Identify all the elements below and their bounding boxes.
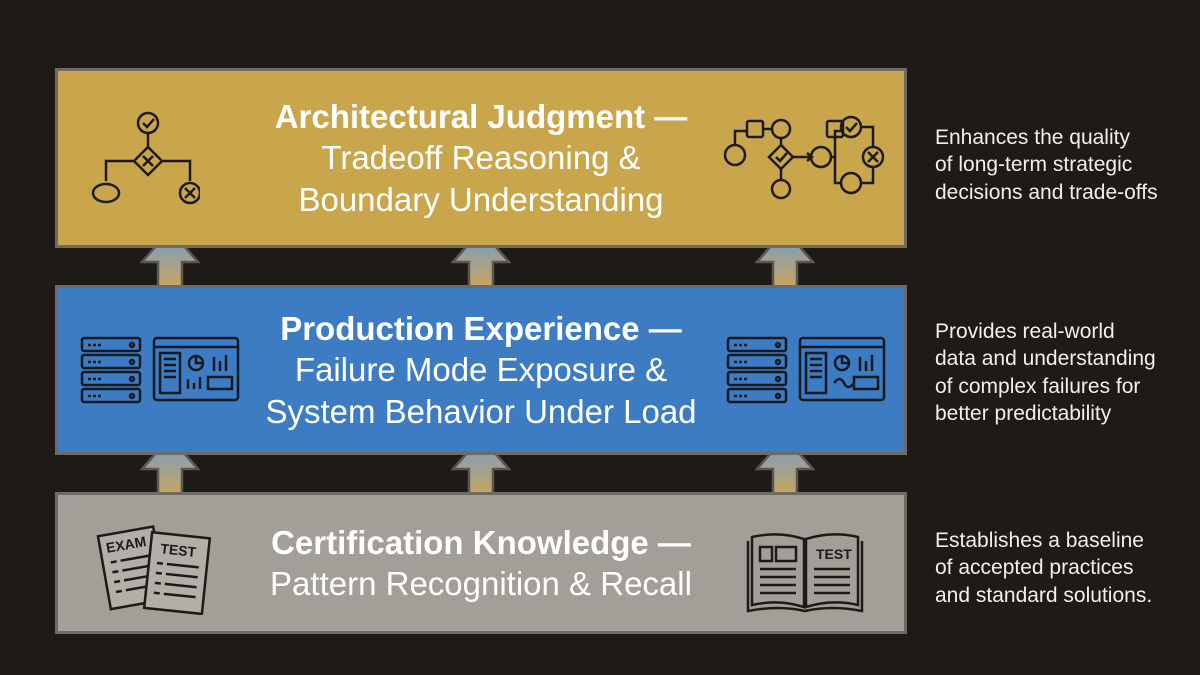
note-certification-knowledge: Establishes a baseline of accepted pract…	[935, 527, 1185, 609]
tier-text: Certification Knowledge — Pattern Recogn…	[248, 495, 714, 631]
test-book-icon: TEST	[746, 533, 864, 613]
tier-certification-knowledge: EXAM TEST Certification Knowledge — Patt…	[55, 492, 907, 634]
tier-title: Architectural Judgment —	[274, 98, 688, 136]
note-line: better predictability	[935, 401, 1112, 425]
tier-title: Certification Knowledge —	[271, 523, 691, 561]
note-architectural-judgment: Enhances the quality of long-term strate…	[935, 124, 1185, 206]
test-label: TEST	[160, 540, 198, 560]
note-line: Establishes a baseline	[935, 529, 1144, 552]
test-label: TEST	[816, 546, 852, 562]
exam-label: EXAM	[105, 533, 148, 556]
tier-subtitle: Failure Mode Exposure &	[294, 351, 668, 389]
tier-architectural-judgment: Architectural Judgment — Tradeoff Reason…	[55, 68, 907, 248]
tier-production-experience: Production Experience — Failure Mode Exp…	[55, 285, 907, 455]
tier-subtitle: Tradeoff Reasoning &	[321, 139, 641, 177]
exam-papers-icon: EXAM TEST	[96, 525, 212, 615]
tier-text: Production Experience — Failure Mode Exp…	[248, 288, 714, 452]
note-line: data and understanding	[935, 347, 1156, 371]
tier-subtitle: Pattern Recognition & Recall	[270, 565, 692, 602]
tier-text: Architectural Judgment — Tradeoff Reason…	[248, 71, 714, 245]
process-flow-icon	[723, 115, 885, 200]
tier-subtitle: System Behavior Under Load	[265, 392, 697, 430]
tier-subtitle: Boundary Understanding	[298, 180, 664, 218]
server-dashboard-icon	[80, 336, 240, 404]
note-line: of complex failures for	[935, 374, 1141, 398]
note-line: Enhances the quality	[935, 126, 1130, 149]
note-production-experience: Provides real-world data and understandi…	[935, 318, 1185, 427]
note-line: Provides real-world	[935, 320, 1115, 343]
note-line: of long-term strategic	[935, 153, 1133, 177]
decision-flowchart-icon	[91, 111, 200, 205]
note-line: decisions and trade-offs	[935, 180, 1158, 204]
tier-title: Production Experience —	[280, 310, 682, 348]
server-dashboard-icon	[726, 336, 886, 404]
note-line: of accepted practices	[935, 556, 1134, 580]
note-line: and standard solutions.	[935, 583, 1153, 607]
